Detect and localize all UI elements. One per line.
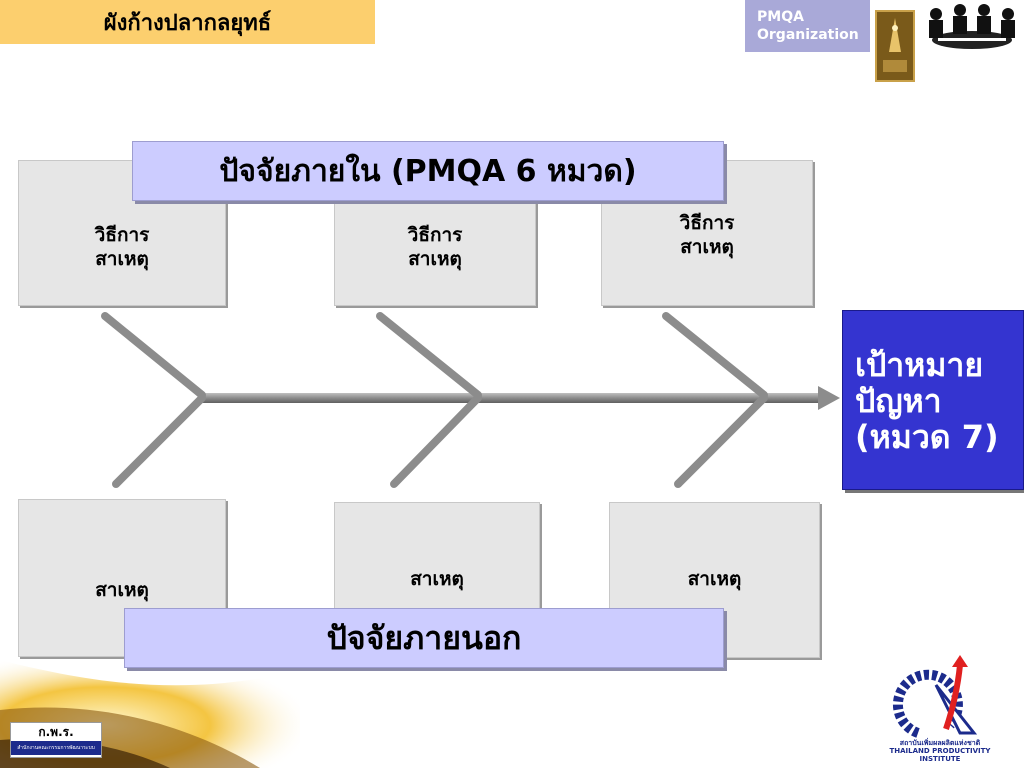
top-cause-2-line1: วิธีการ — [408, 223, 463, 247]
productivity-institute-emblem-icon — [888, 655, 992, 739]
top-cause-1-line2: สาเหตุ — [95, 247, 150, 271]
top-bone-3 — [666, 316, 764, 395]
productivity-institute-logo: สถาบันเพิ่มผลผลิตแห่งชาติ THAILAND PRODU… — [888, 655, 992, 755]
bottom-bone-1 — [116, 398, 202, 484]
goal-box: เป้าหมาย ปัญหา (หมวด 7) — [842, 310, 1024, 490]
top-cause-3-line2: สาเหตุ — [680, 235, 735, 259]
kpr-logo-subtitle: สำนักงานคณะกรรมการพัฒนาระบบราชการ — [11, 741, 101, 755]
productivity-institute-name-en: THAILAND PRODUCTIVITY INSTITUTE — [888, 747, 992, 763]
internal-factors-banner: ปัจจัยภายใน (PMQA 6 หมวด) — [132, 141, 724, 201]
kpr-logo-label: ก.พ.ร. — [11, 723, 101, 741]
goal-line3: (หมวด 7) — [855, 419, 1023, 455]
top-cause-3-line1: วิธีการ — [680, 211, 735, 235]
productivity-institute-name-th: สถาบันเพิ่มผลผลิตแห่งชาติ — [888, 739, 992, 747]
top-cause-2-line2: สาเหตุ — [408, 247, 463, 271]
top-bone-1 — [105, 316, 202, 395]
top-cause-1-line1: วิธีการ — [95, 223, 150, 247]
bottom-cause-1-label: สาเหตุ — [95, 578, 149, 602]
bottom-bone-2 — [394, 398, 478, 484]
spine-arrow — [200, 386, 840, 410]
bottom-cause-3-label: สาเหตุ — [688, 567, 742, 591]
goal-line1: เป้าหมาย — [855, 347, 1023, 383]
bottom-cause-2-label: สาเหตุ — [410, 567, 464, 591]
bottom-bone-3 — [678, 398, 764, 484]
goal-line2: ปัญหา — [855, 383, 1023, 419]
kpr-logo: ก.พ.ร. สำนักงานคณะกรรมการพัฒนาระบบราชการ — [10, 722, 102, 758]
top-bone-2 — [380, 316, 478, 395]
